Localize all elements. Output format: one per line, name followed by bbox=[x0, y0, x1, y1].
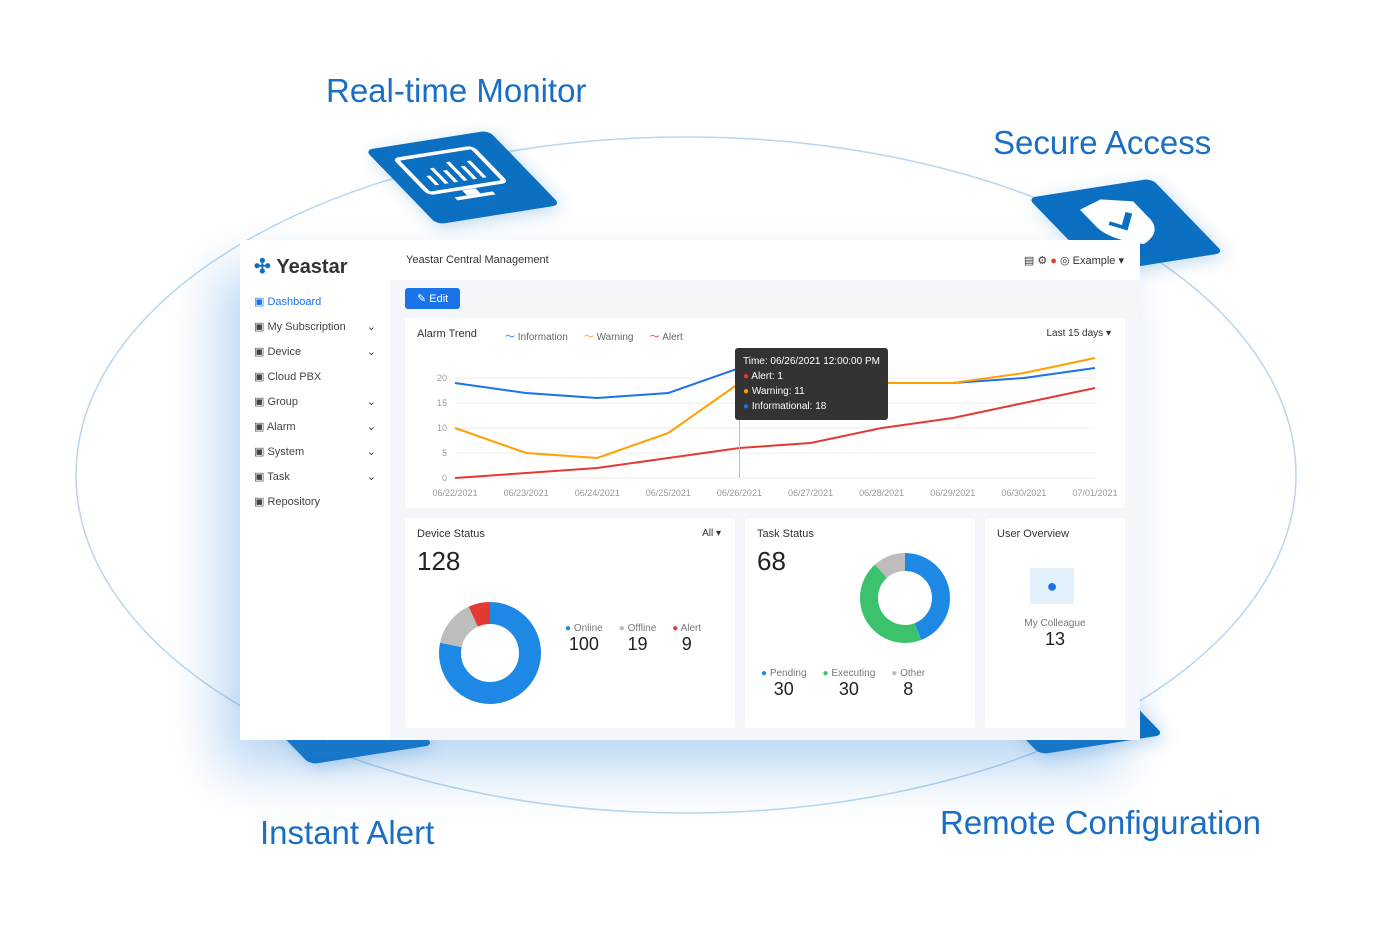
x-tick: 06/23/2021 bbox=[504, 488, 549, 498]
range-select[interactable]: Last 15 days ▾ bbox=[1046, 328, 1111, 339]
sidebar-item[interactable]: ▣ Group⌄ bbox=[254, 396, 376, 408]
donut-segment bbox=[860, 553, 950, 643]
device-total: 128 bbox=[417, 546, 461, 576]
legend-item[interactable]: 〜 Information bbox=[505, 332, 568, 343]
task-total: 68 bbox=[757, 546, 786, 576]
y-tick: 15 bbox=[437, 398, 447, 408]
series-line-alert bbox=[454, 387, 1096, 479]
user-icon: ● bbox=[1030, 568, 1074, 604]
alarm-trend-card: Alarm Trend Last 15 days ▾ 〜 Information… bbox=[405, 318, 1125, 508]
x-tick: 06/26/2021 bbox=[717, 488, 762, 498]
sidebar-item[interactable]: ▣ Alarm⌄ bbox=[254, 421, 376, 433]
donut-segment bbox=[439, 602, 541, 704]
y-tick: 20 bbox=[437, 373, 447, 383]
sidebar-item[interactable]: ▣ Task⌄ bbox=[254, 471, 376, 483]
legend-item[interactable]: 〜 Warning bbox=[583, 332, 634, 343]
shield-check-icon bbox=[1028, 178, 1224, 273]
yeastar-logo: ✣ Yeastar bbox=[254, 256, 348, 278]
sidebar-item[interactable]: ▣ My Subscription⌄ bbox=[254, 321, 376, 333]
top-bar: Yeastar Central Management ▤ ⚙ ● ◎ Examp… bbox=[390, 240, 1140, 280]
sidebar-item[interactable]: ▣ Dashboard bbox=[254, 296, 322, 308]
feature-remote-configuration: Remote Configuration bbox=[940, 804, 1262, 841]
colleague-count: 13 bbox=[1044, 629, 1066, 649]
sidebar-item[interactable]: ▣ Cloud PBX bbox=[254, 371, 322, 383]
device-filter-select[interactable]: All ▾ bbox=[702, 528, 721, 539]
sidebar-item[interactable]: ▣ Device⌄ bbox=[254, 346, 376, 358]
sidebar-item[interactable]: ▣ Repository bbox=[254, 496, 321, 508]
page-title: Yeastar Central Management bbox=[406, 254, 549, 266]
x-tick: 06/27/2021 bbox=[788, 488, 833, 498]
feature-secure-access: Secure Access bbox=[993, 124, 1212, 161]
edit-button[interactable]: ✎ Edit bbox=[405, 288, 461, 309]
x-tick: 06/28/2021 bbox=[859, 488, 904, 498]
chart-tooltip: Time: 06/26/2021 12:00:00 PM ● Alert: 1 … bbox=[735, 348, 888, 420]
dashboard-window: ✣ Yeastar ▣ Dashboard ▣ My Subscription⌄ ▣… bbox=[240, 240, 1140, 740]
sidebar-item[interactable]: ▣ System⌄ bbox=[254, 446, 376, 458]
device-donut bbox=[439, 602, 541, 704]
y-tick: 5 bbox=[442, 448, 447, 458]
donut-segment bbox=[860, 553, 950, 643]
x-tick: 06/25/2021 bbox=[646, 488, 691, 498]
x-tick: 06/22/2021 bbox=[432, 488, 477, 498]
x-tick: 06/29/2021 bbox=[930, 488, 975, 498]
sidebar: ✣ Yeastar ▣ Dashboard ▣ My Subscription⌄ ▣… bbox=[240, 240, 390, 740]
monitor-chart-icon bbox=[365, 130, 561, 225]
y-tick: 0 bbox=[442, 473, 447, 483]
feature-instant-alert: Instant Alert bbox=[260, 814, 435, 851]
alarm-trend-title: Alarm Trend bbox=[417, 328, 477, 340]
task-donut bbox=[860, 553, 950, 643]
x-tick: 07/01/2021 bbox=[1072, 488, 1117, 498]
feature-realtime-monitor: Real-time Monitor bbox=[326, 72, 587, 109]
legend-item[interactable]: 〜 Alert bbox=[649, 332, 683, 343]
x-tick: 06/30/2021 bbox=[1001, 488, 1046, 498]
user-menu[interactable]: ▤ ⚙ ● ◎ Example ▾ bbox=[1023, 254, 1124, 267]
bell-icon[interactable]: ● bbox=[1050, 254, 1057, 267]
x-tick: 06/24/2021 bbox=[575, 488, 620, 498]
y-tick: 10 bbox=[437, 423, 447, 433]
